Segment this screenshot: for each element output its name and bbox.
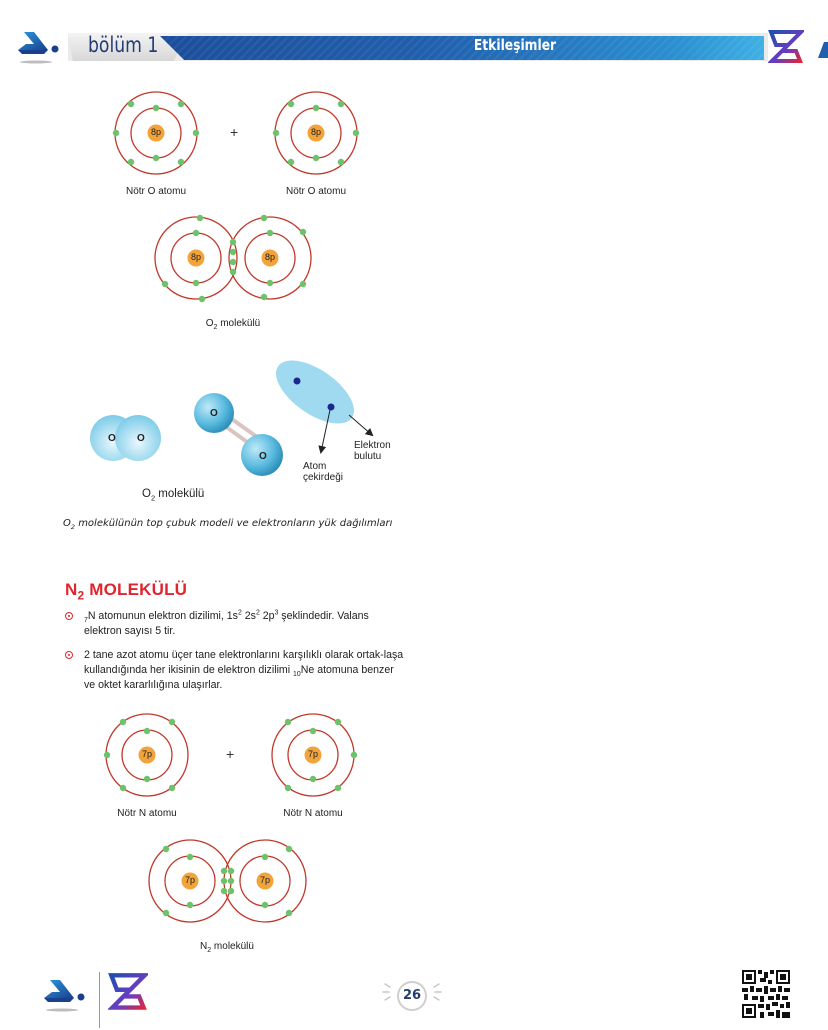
space-fill-atom-right: O xyxy=(137,433,145,444)
bullet-icon xyxy=(65,651,73,659)
section-heading-n2: N2 MOLEKÜLÜ xyxy=(65,580,188,603)
o2-ball-stick-model xyxy=(194,393,283,476)
electron-cloud-model xyxy=(276,360,374,454)
o2-space-filling-model xyxy=(90,415,161,461)
o2-molecule-bohr xyxy=(154,214,312,303)
n2-bohr-figure xyxy=(103,713,358,923)
o-atom-left-nucleus: 8p xyxy=(150,127,161,137)
bullet-text: 2 tane azot atomu üçer tane elektronları… xyxy=(84,649,404,691)
nitrogen-atom-left xyxy=(103,713,189,797)
n2-molecule-right-nucleus: 7p xyxy=(259,875,270,885)
bullet-icon xyxy=(65,612,73,620)
footer-divider xyxy=(99,972,100,1028)
n-atom-right-nucleus: 7p xyxy=(307,749,318,759)
qr-code-icon[interactable] xyxy=(742,970,790,1018)
n-atom-left-label: Nötr N atomu xyxy=(117,808,177,819)
bullet-item: 7N atomunun elektron dizilimi, 1s2 2s2 2… xyxy=(65,609,405,639)
n-atom-left-nucleus: 7p xyxy=(141,749,152,759)
bullet-item: 2 tane azot atomu üçer tane elektronları… xyxy=(65,648,405,693)
publisher-arrow-logo-icon xyxy=(44,980,85,1012)
electron-cloud-label: Elektron bulutu xyxy=(354,440,391,462)
n-atom-right-label: Nötr N atomu xyxy=(283,808,343,819)
n2-molecule-left-nucleus: 7p xyxy=(184,875,195,885)
section-title: Etkileşimler xyxy=(473,36,557,54)
ball-stick-atom-bottom: O xyxy=(259,451,267,462)
oxygen-atom-left xyxy=(112,91,200,175)
o-atom-right-label: Nötr O atomu xyxy=(285,186,347,197)
space-fill-atom-left: O xyxy=(108,433,116,444)
n2-molecule-bohr xyxy=(148,839,307,923)
n2-molecule-label: N2 molekülü xyxy=(200,941,254,954)
page-number: 26 xyxy=(397,981,427,1011)
o2-molecule-label: O2 molekülü xyxy=(205,318,261,331)
o2-bohr-figure xyxy=(112,91,360,303)
z-brand-logo-icon xyxy=(768,30,804,63)
bullet-text: 7N atomunun elektron dizilimi, 1s2 2s2 2… xyxy=(84,609,369,637)
figure-caption: O2 molekülünün top çubuk modeli ve elekt… xyxy=(63,518,393,531)
header: bölüm 1 Etkileşimler xyxy=(0,0,828,80)
title-banner xyxy=(160,36,764,60)
publisher-arrow-logo-icon xyxy=(18,32,59,64)
z-brand-logo-icon xyxy=(108,973,148,1010)
ball-stick-atom-top: O xyxy=(210,408,218,419)
nitrogen-atom-right xyxy=(271,713,358,797)
footer xyxy=(0,960,828,1030)
page-number-rays-icon xyxy=(382,983,442,1001)
chapter-label: bölüm 1 xyxy=(88,33,159,57)
o2-molecule-right-nucleus: 8p xyxy=(264,252,275,262)
oxygen-atom-right xyxy=(272,91,360,175)
o2-models-figure xyxy=(90,360,374,476)
plus-sign: + xyxy=(226,746,235,762)
plus-sign: + xyxy=(230,124,239,140)
o2-molecule-left-nucleus: 8p xyxy=(190,252,201,262)
publisher-arrow-logo-partial-icon xyxy=(818,42,828,58)
atom-nucleus-label: Atom çekirdeği xyxy=(303,461,344,483)
o-atom-right-nucleus: 8p xyxy=(310,127,321,137)
o-atom-left-label: Nötr O atomu xyxy=(125,186,187,197)
o2-models-label: O2 molekülü xyxy=(142,488,205,503)
